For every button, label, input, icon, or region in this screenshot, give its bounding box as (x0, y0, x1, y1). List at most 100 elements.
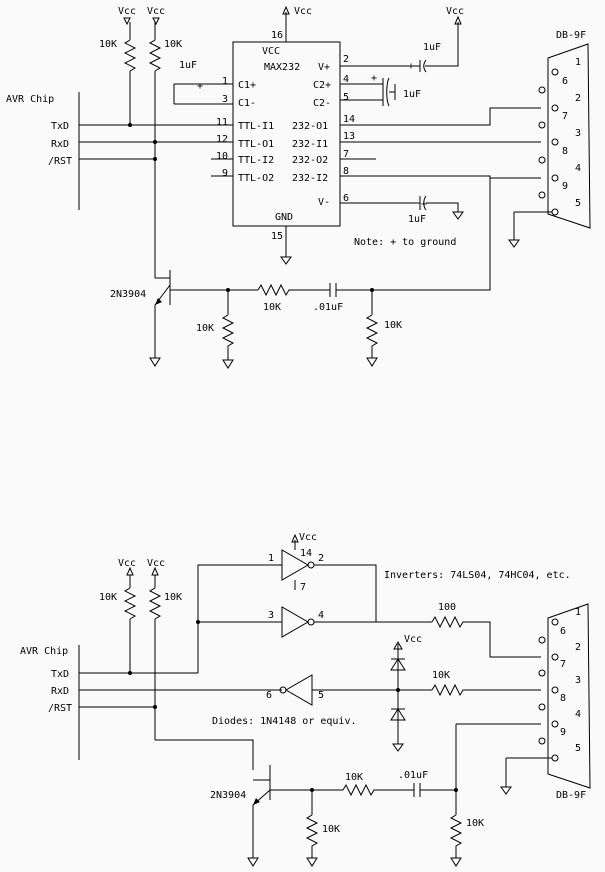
inverter-gate (281, 549, 310, 581)
resistor-label: 10K (164, 592, 182, 603)
rst-label: /RST (48, 156, 72, 167)
avr-chip-label: AVR Chip (20, 646, 68, 657)
transistor (155, 739, 271, 858)
svg-text:+: + (408, 61, 414, 72)
pullup-resistor (123, 587, 162, 620)
vcc-label: Vcc (118, 558, 136, 569)
svg-text:14: 14 (343, 114, 355, 125)
svg-text:8: 8 (343, 166, 349, 177)
vcc-label: Vcc (118, 6, 136, 17)
capacitor-label: 1uF (403, 89, 421, 100)
ground-icon (306, 857, 318, 867)
svg-text:5: 5 (318, 690, 324, 701)
svg-text:3: 3 (268, 610, 274, 621)
svg-text:12: 12 (216, 134, 228, 145)
rxd-label: RxD (51, 139, 69, 150)
svg-text:8: 8 (562, 146, 568, 157)
ic-gnd-pin: GND (275, 212, 293, 223)
svg-text:9: 9 (562, 181, 568, 192)
resistor-label: 10K (432, 670, 450, 681)
svg-text:232-O2: 232-O2 (292, 155, 328, 166)
svg-text:1: 1 (575, 607, 581, 618)
svg-text:7: 7 (300, 582, 306, 593)
svg-text:C2-: C2- (313, 98, 331, 109)
ground-icon (508, 239, 520, 248)
svg-text:TTL-I2: TTL-I2 (238, 155, 274, 166)
svg-text:16: 16 (271, 30, 283, 41)
pulldown-resistor (365, 290, 379, 358)
svg-text:6: 6 (560, 626, 566, 637)
diode (390, 708, 406, 721)
ground-icon (450, 857, 462, 867)
db9-connector (547, 43, 591, 229)
svg-text:2: 2 (318, 553, 324, 564)
txd-label: TxD (51, 121, 69, 132)
ground-icon (392, 743, 404, 752)
svg-text:232-I1: 232-I1 (292, 139, 328, 150)
ground-icon (452, 211, 464, 220)
capacitor-label: 1uF (423, 42, 441, 53)
capacitor-label: 1uF (179, 60, 197, 71)
vcc-arrow-icon (291, 533, 299, 550)
inverter-gate (284, 674, 313, 706)
svg-text:+: + (421, 199, 427, 210)
pulldown-resistor (221, 290, 235, 360)
vcc-label: Vcc (147, 6, 165, 17)
inverters-note: Inverters: 74LS04, 74HC04, etc. (384, 570, 571, 581)
svg-text:13: 13 (343, 131, 355, 142)
resistor-label: 10K (384, 320, 402, 331)
svg-text:5: 5 (343, 92, 349, 103)
db9-pins: 1 2 3 4 5 6 7 8 9 (538, 57, 581, 216)
vcc-label: Vcc (294, 6, 312, 17)
svg-text:2: 2 (575, 642, 581, 653)
svg-text:6: 6 (266, 690, 272, 701)
capacitor (329, 178, 491, 297)
svg-text:232-O1: 232-O1 (292, 121, 328, 132)
svg-text:232-I2: 232-I2 (292, 173, 328, 184)
svg-text:4: 4 (575, 163, 581, 174)
ground-icon (247, 857, 259, 867)
vcc-label: Vcc (147, 558, 165, 569)
transistor-label: 2N3904 (210, 790, 246, 801)
resistor-label: 10K (322, 824, 340, 835)
svg-text:5: 5 (575, 743, 581, 754)
svg-text:C2+: C2+ (313, 80, 331, 91)
transistor-label: 2N3904 (110, 289, 146, 300)
svg-text:5: 5 (575, 198, 581, 209)
svg-text:TTL-I1: TTL-I1 (238, 121, 274, 132)
db9-label: DB-9F (556, 30, 586, 41)
bottom-circuit: Vcc Vcc 10K 10K AVR Chip TxD RxD /RST 1 … (20, 532, 591, 867)
svg-text:4: 4 (318, 610, 324, 621)
svg-text:14: 14 (300, 548, 312, 559)
svg-text:C1-: C1- (238, 98, 256, 109)
ic-name: MAX232 (264, 62, 300, 73)
resistor-label: 100 (438, 602, 456, 613)
svg-text:TTL-O1: TTL-O1 (238, 139, 274, 150)
svg-text:10: 10 (216, 151, 228, 162)
diode (390, 658, 406, 671)
pulldown-resistor (305, 790, 319, 858)
svg-text:7: 7 (560, 659, 566, 670)
vcc-arrow-icon (393, 640, 403, 650)
resistor-label: 10K (466, 818, 484, 829)
capacitor-label: .01uF (398, 770, 428, 781)
svg-text:V-: V- (318, 197, 330, 208)
svg-text:3: 3 (575, 675, 581, 686)
svg-text:+: + (197, 81, 203, 92)
db9-pins: 1 2 3 4 5 6 7 8 9 (538, 607, 581, 762)
svg-text:11: 11 (216, 117, 228, 128)
svg-text:1: 1 (268, 553, 274, 564)
diodes-note: Diodes: 1N4148 or equiv. (212, 716, 357, 727)
svg-text:3: 3 (222, 94, 228, 105)
txd-label: TxD (51, 669, 69, 680)
rxd-label: RxD (51, 686, 69, 697)
resistor-label: 10K (345, 772, 363, 783)
svg-text:2: 2 (343, 54, 349, 65)
rst-label: /RST (48, 703, 72, 714)
resistor-label: 10K (99, 39, 117, 50)
capacitor (413, 723, 541, 815)
svg-text:+: + (371, 73, 377, 84)
svg-text:4: 4 (343, 74, 349, 85)
capacitor (419, 59, 427, 73)
svg-text:1: 1 (575, 57, 581, 68)
